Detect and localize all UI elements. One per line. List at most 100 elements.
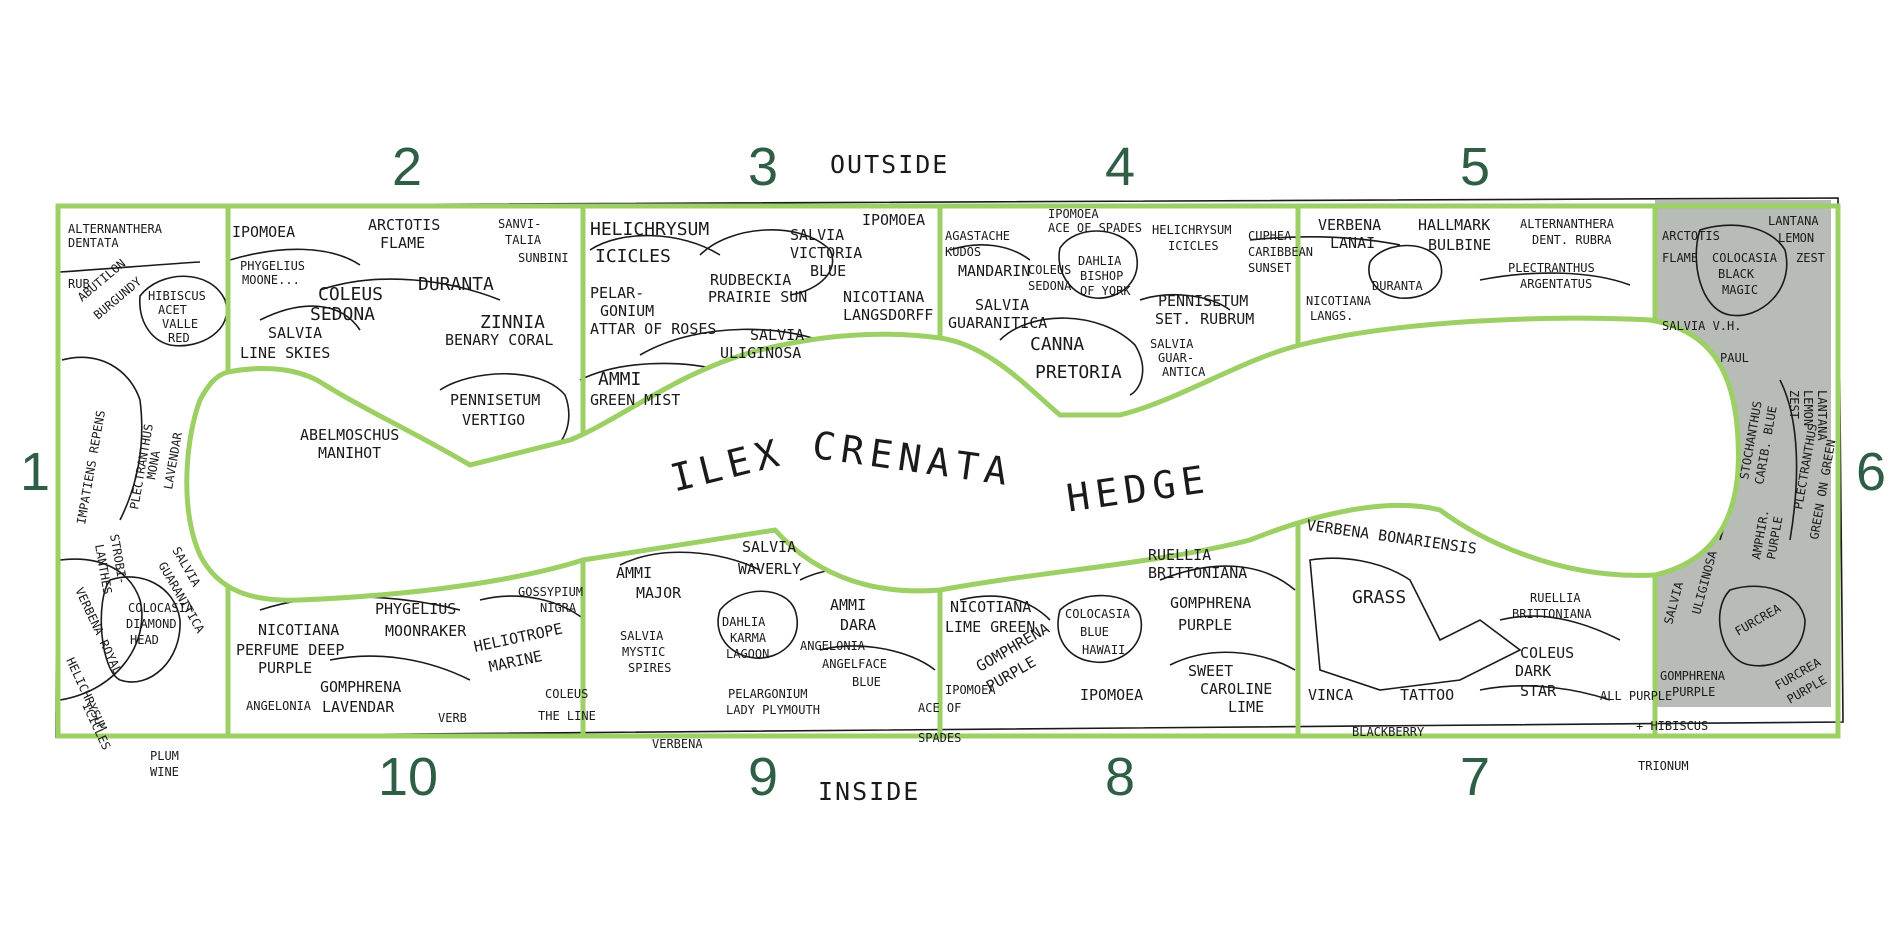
plant-label: PURPLE <box>1672 685 1715 699</box>
plant-label: + HIBISCUS <box>1636 719 1708 733</box>
plant-label: LANGS. <box>1310 309 1353 323</box>
plant-label: PERFUME DEEP <box>236 641 344 659</box>
bed-boundaries <box>59 224 1806 701</box>
plant-label: LANGSDORFF <box>843 306 933 324</box>
plant-label: IPOMOEA <box>1080 686 1143 704</box>
plant-label: LEMON <box>1778 231 1814 245</box>
plant-label: ZEST <box>1796 251 1825 265</box>
plant-label: DAHLIA <box>722 615 766 629</box>
plant-label: LANTANA <box>1768 214 1819 228</box>
plant-label: ANGELFACE <box>822 657 887 671</box>
plant-label: NIGRA <box>540 601 577 615</box>
section-number-5: 5 <box>1460 137 1490 197</box>
plant-label: HELICHRYSUM <box>1152 223 1231 237</box>
plant-label: CANNA <box>1030 334 1084 355</box>
inside-label: INSIDE <box>818 777 920 806</box>
plant-label: CARIBBEAN <box>1248 245 1313 259</box>
plant-label: SUNSET <box>1248 261 1291 275</box>
section-number-6: 6 <box>1856 442 1886 502</box>
section-number-2: 2 <box>392 137 422 197</box>
plant-label: COLOCASIA <box>1065 607 1131 621</box>
plant-label: ARCTOTIS <box>368 216 440 234</box>
plant-label: OF YORK <box>1080 284 1131 298</box>
plant-label: LEMON <box>1801 390 1815 426</box>
plant-label: SALVIA <box>268 324 322 342</box>
plant-label: BLACK <box>1718 267 1755 281</box>
section-number-7: 7 <box>1460 747 1490 807</box>
plant-label: MANDARIN <box>958 262 1030 280</box>
plant-label: ABELMOSCHUS <box>300 426 399 444</box>
plant-label: PHYGELIUS <box>375 600 456 618</box>
plant-label: ARCTOTIS <box>1662 229 1720 243</box>
plant-label: FLAME <box>380 234 425 252</box>
plant-label: HALLMARK <box>1418 216 1490 234</box>
plant-label: SEDONA <box>310 304 375 325</box>
plant-label: PENNISETUM <box>1158 292 1248 310</box>
plant-label: MYSTIC <box>622 645 665 659</box>
plant-label: IPOMOEA <box>1048 207 1099 221</box>
plant-label: THE LINE <box>538 709 596 723</box>
plant-label: NICOTIANA <box>258 621 339 639</box>
plant-label: COLEUS <box>1520 644 1574 662</box>
plant-label: BENARY CORAL <box>445 331 553 349</box>
plant-label: COLEUS <box>545 687 588 701</box>
plant-label: PENNISETUM <box>450 391 540 409</box>
plant-label: RUELLIA <box>1530 591 1581 605</box>
section-2-plants: IPOMOEA PHYGELIUS MOONE... ARCTOTIS FLAM… <box>232 216 569 462</box>
plant-label: COLEUS <box>318 284 383 305</box>
plant-label: COLEUS <box>1028 263 1071 277</box>
plant-label: WINE <box>150 765 179 779</box>
plant-label: TRIONUM <box>1638 759 1689 773</box>
plant-label: LADY PLYMOUTH <box>726 703 820 717</box>
plant-label: LINE SKIES <box>240 344 330 362</box>
plant-label: PLUM <box>150 749 179 763</box>
plant-label: BISHOP <box>1080 269 1123 283</box>
plant-label: LANAI <box>1330 234 1375 252</box>
plant-label: AMMI <box>830 596 866 614</box>
plant-label: ANGELONIA <box>800 639 866 653</box>
section-4-plants: AGASTACHE KUDOS MANDARIN IPOMOEA ACE OF … <box>945 207 1313 383</box>
plant-label: MONA <box>144 449 163 481</box>
plant-label: SEDONA <box>1028 279 1072 293</box>
plant-label: SALVIA <box>1150 337 1194 351</box>
plant-label: ALTERNANTHERA <box>68 222 163 236</box>
plant-label: DURANTA <box>1372 279 1423 293</box>
section-number-1: 1 <box>20 442 50 502</box>
plant-label: CAROLINE <box>1200 680 1272 698</box>
plant-label: AMMI <box>598 369 641 390</box>
plant-label: VERBENA <box>652 737 703 751</box>
plant-label: ATTAR OF ROSES <box>590 320 716 338</box>
plant-label: IPOMOEA <box>862 211 925 229</box>
plant-label: GRASS <box>1352 587 1406 608</box>
plant-label: ALL PURPLE <box>1600 689 1672 703</box>
plant-label: GOSSYPIUM <box>518 585 583 599</box>
section-number-8: 8 <box>1105 747 1135 807</box>
plant-label: SANVI- <box>498 217 541 231</box>
plant-label: LAGOON <box>726 647 769 661</box>
plant-label: ALTERNANTHERA <box>1520 217 1615 231</box>
plant-label: MOONRAKER <box>385 622 467 640</box>
plant-label: SUNBINI <box>518 251 569 265</box>
plant-label: GUAR- <box>1158 351 1194 365</box>
outside-label: OUTSIDE <box>830 150 949 179</box>
plant-label: SET. RUBRUM <box>1155 310 1254 328</box>
plant-label: VERTIGO <box>462 411 525 429</box>
plant-label: COLOCASIA <box>128 601 194 615</box>
section-10-plants: NICOTIANA PERFUME DEEP PURPLE PHYGELIUS … <box>236 585 596 725</box>
plant-label: HAWAII <box>1082 643 1125 657</box>
plant-label: ICICLES <box>1168 239 1219 253</box>
plant-label: GOMPHRENA <box>1170 594 1251 612</box>
plant-label: PRETORIA <box>1035 362 1122 383</box>
plant-label: HIBISCUS <box>148 289 206 303</box>
plant-label: DIAMOND <box>126 617 177 631</box>
plant-label: PLECTRANTHUS <box>1508 261 1595 275</box>
plant-label: SALVIA <box>620 629 664 643</box>
plant-label: TALIA <box>505 233 542 247</box>
plant-label: PURPLE <box>1178 616 1232 634</box>
plant-label: AGASTACHE <box>945 229 1010 243</box>
plant-label: KUDOS <box>945 245 981 259</box>
plant-label: MAGIC <box>1722 283 1758 297</box>
plant-label: DAHLIA <box>1078 254 1122 268</box>
plant-label: VERB <box>438 711 467 725</box>
